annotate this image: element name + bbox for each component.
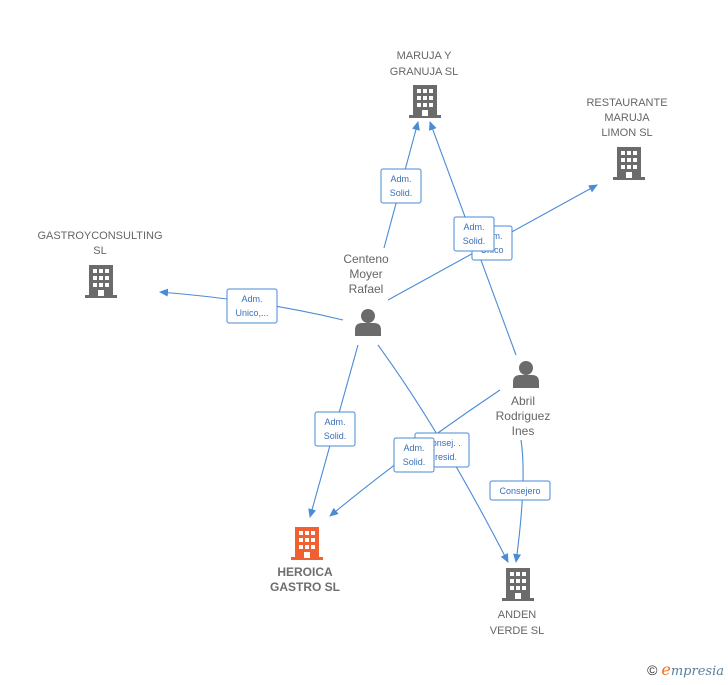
person-name-line: Abril xyxy=(511,394,535,408)
company-name-line: RESTAURANTE xyxy=(586,97,667,109)
badge-box xyxy=(489,480,551,501)
badge-centeno-heroica[interactable]: Adm. Solid. xyxy=(314,411,356,447)
company-name-line: MARUJA Y xyxy=(397,50,452,62)
badge-box xyxy=(393,437,435,473)
badge-line: Adm. xyxy=(390,174,411,184)
badge-line: Adm. xyxy=(463,222,484,232)
company-heroica[interactable]: HEROICA GASTRO SL xyxy=(270,527,340,594)
building-icon xyxy=(291,527,323,560)
badge-line: Solid. xyxy=(324,431,347,441)
badge-line: Solid. xyxy=(403,457,426,467)
badge-line: Solid. xyxy=(390,188,413,198)
badge-line: Consejero xyxy=(499,486,540,496)
company-name-line: LIMON SL xyxy=(601,127,652,139)
company-name-line: GASTRO SL xyxy=(270,580,340,594)
company-name-line: SL xyxy=(93,245,106,257)
person-icon xyxy=(513,361,539,388)
badge-box xyxy=(226,288,278,324)
badge-line: Adm. xyxy=(324,417,345,427)
building-icon xyxy=(502,568,534,601)
person-abril[interactable]: Abril Rodriguez Ines xyxy=(496,361,551,438)
company-anden[interactable]: ANDEN VERDE SL xyxy=(490,568,544,637)
company-maruja[interactable]: MARUJA Y GRANUJA SL xyxy=(390,50,458,118)
badge-box xyxy=(314,411,356,447)
person-name-line: Rafael xyxy=(349,282,384,296)
person-centeno[interactable]: Centeno Moyer Rafael xyxy=(343,252,389,336)
badge-line: Unico,... xyxy=(235,308,268,318)
badge-abril-anden[interactable]: Consejero xyxy=(489,480,551,501)
company-name-line: VERDE SL xyxy=(490,625,544,637)
brand-footer: ©empresia xyxy=(647,660,724,679)
company-name-line: HEROICA xyxy=(277,565,333,579)
badge-abril-heroica[interactable]: Adm. Solid. xyxy=(393,437,435,473)
badge-line: Solid. xyxy=(463,236,486,246)
badge-line: Presid. xyxy=(429,452,457,462)
person-name-line: Rodriguez xyxy=(496,409,551,423)
brand-logo-initial: e xyxy=(661,660,671,679)
building-icon xyxy=(613,147,645,180)
brand-logo-text: mpresia xyxy=(670,664,724,679)
company-name-line: ANDEN xyxy=(498,609,537,621)
badge-line: Adm. xyxy=(403,443,424,453)
badge-centeno-maruja[interactable]: Adm. Solid. xyxy=(380,168,422,204)
badge-box xyxy=(380,168,422,204)
badge-centeno-gastroy[interactable]: Adm. Unico,... xyxy=(226,288,278,324)
edge-abril-anden xyxy=(513,439,524,563)
person-icon xyxy=(355,309,381,336)
badge-box xyxy=(453,216,495,252)
company-gastroy[interactable]: GASTROYCONSULTING SL xyxy=(37,230,163,298)
building-icon xyxy=(85,265,117,298)
person-name-line: Centeno xyxy=(343,252,389,266)
building-icon xyxy=(409,85,441,118)
company-restaurante[interactable]: RESTAURANTE MARUJA LIMON SL xyxy=(586,97,668,180)
company-name-line: GASTROYCONSULTING xyxy=(37,230,162,242)
person-name-line: Ines xyxy=(512,424,535,438)
copyright-icon: © xyxy=(647,662,658,678)
badge-line: Adm. xyxy=(241,294,262,304)
company-name-line: GRANUJA SL xyxy=(390,66,458,78)
person-name-line: Moyer xyxy=(349,267,382,281)
company-name-line: MARUJA xyxy=(604,112,650,124)
badge-abril-maruja[interactable]: Adm. Solid. xyxy=(453,216,495,252)
badge-line: Consej. . xyxy=(425,438,461,448)
